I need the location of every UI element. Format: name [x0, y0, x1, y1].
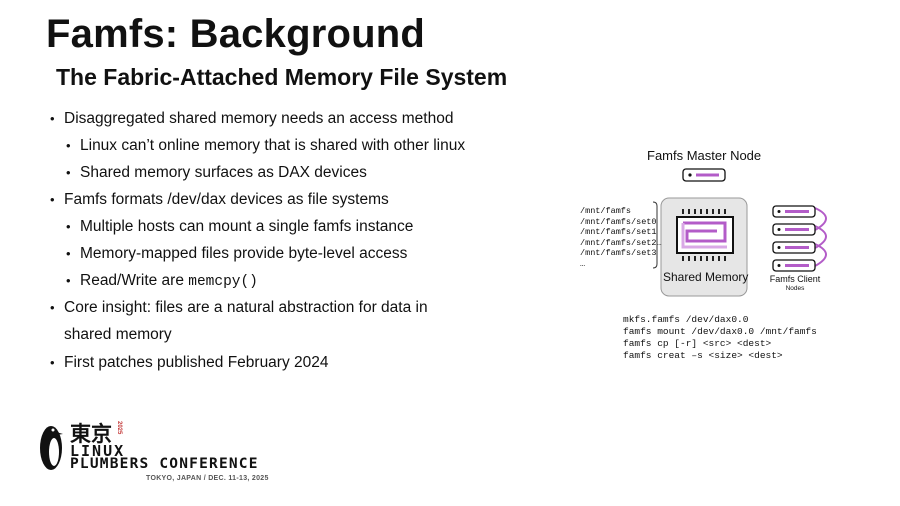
- command-line: famfs cp [-r] <src> <dest>: [623, 338, 772, 349]
- logo-kanji: 東京: [70, 422, 112, 446]
- command-line: mkfs.famfs /dev/dax0.0: [623, 314, 749, 325]
- master-node-label: Famfs Master Node: [647, 148, 762, 163]
- sub-bullet-item: Read/Write are memcpy(): [50, 270, 520, 297]
- diagram-graphics: [652, 168, 827, 297]
- logo-location-date: TOKYO, JAPAN / DEC. 11-13, 2025: [146, 475, 269, 482]
- shared-memory-icon: [660, 197, 748, 297]
- client-nodes-icon: [772, 205, 827, 272]
- client-label: Famfs Client Nodes: [765, 274, 825, 292]
- master-node-icon: [682, 168, 726, 182]
- code-memcpy: memcpy(): [188, 274, 258, 290]
- logo-plumbers-conference: PLUMBERS CONFERENCE: [70, 456, 259, 472]
- command-line: famfs mount /dev/dax0.0 /mnt/famfs: [623, 326, 817, 337]
- sub-bullet-item: Shared memory surfaces as DAX devices: [50, 162, 520, 189]
- sub-bullet-item: Linux can’t online memory that is shared…: [50, 135, 520, 162]
- sub-bullet-item: Multiple hosts can mount a single famfs …: [50, 216, 520, 243]
- logo-year: 2025: [116, 421, 122, 435]
- path-list: /mnt/famfs /mnt/famfs/set0 /mnt/famfs/se…: [580, 206, 662, 269]
- shared-memory-label: Shared Memory: [663, 270, 749, 284]
- path-item: /mnt/famfs/set0: [580, 216, 657, 227]
- bullet-item: Core insight: files are a natural abstra…: [50, 297, 520, 324]
- bullet-list: Disaggregated shared memory needs an acc…: [50, 108, 520, 379]
- slide-title: Famfs: Background: [46, 12, 426, 56]
- penguin-icon: [40, 426, 63, 470]
- slide-subtitle: The Fabric-Attached Memory File System: [56, 64, 508, 90]
- famfs-diagram: Famfs Master Node: [575, 140, 875, 370]
- command-line: famfs creat –s <size> <dest>: [623, 350, 783, 361]
- command-list: mkfs.famfs /dev/dax0.0 famfs mount /dev/…: [623, 314, 817, 362]
- logo-linux: LINUX: [70, 442, 126, 460]
- path-item: /mnt/famfs/set1: [580, 227, 657, 237]
- bullet-item: First patches published February 2024: [50, 352, 520, 379]
- path-item: /mnt/famfs: [580, 206, 632, 216]
- path-item: …: [580, 258, 586, 269]
- conference-logo: 東京 2025 LINUX PLUMBERS CONFERENCE TOKYO,…: [36, 418, 296, 490]
- bullet-item: Famfs formats /dev/dax devices as file s…: [50, 189, 520, 216]
- bullet-item: Disaggregated shared memory needs an acc…: [50, 108, 520, 135]
- client-sub-label: Nodes: [785, 285, 805, 292]
- sub-bullet-item: Memory-mapped files provide byte-level a…: [50, 243, 520, 270]
- path-item: /mnt/famfs/set3: [580, 248, 657, 258]
- path-item: /mnt/famfs/set2…: [580, 237, 662, 248]
- bullet-continuation: shared memory: [64, 326, 172, 343]
